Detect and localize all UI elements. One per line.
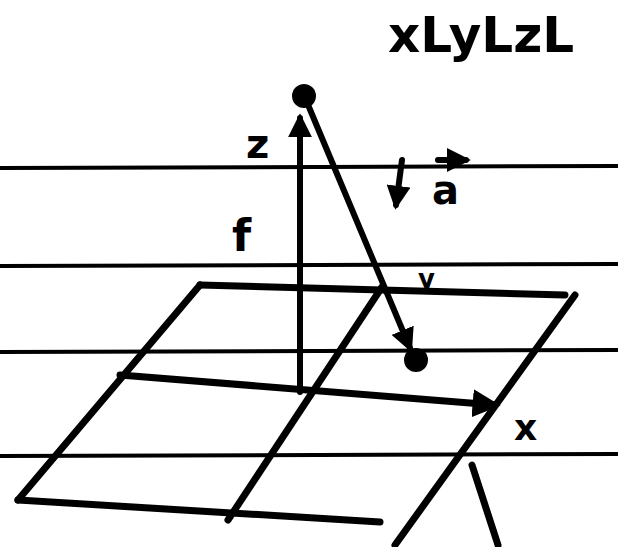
axis-label: f (232, 214, 251, 258)
point-coordinates: xLyLzL (388, 10, 574, 60)
grid-plane (18, 285, 575, 545)
axis-label: z (246, 124, 269, 164)
axis-label: y (418, 266, 435, 292)
light-point (292, 84, 316, 108)
rays (300, 100, 466, 392)
plane-point (404, 348, 428, 372)
axis-label: x (514, 410, 537, 446)
axis-label: a (432, 170, 459, 210)
